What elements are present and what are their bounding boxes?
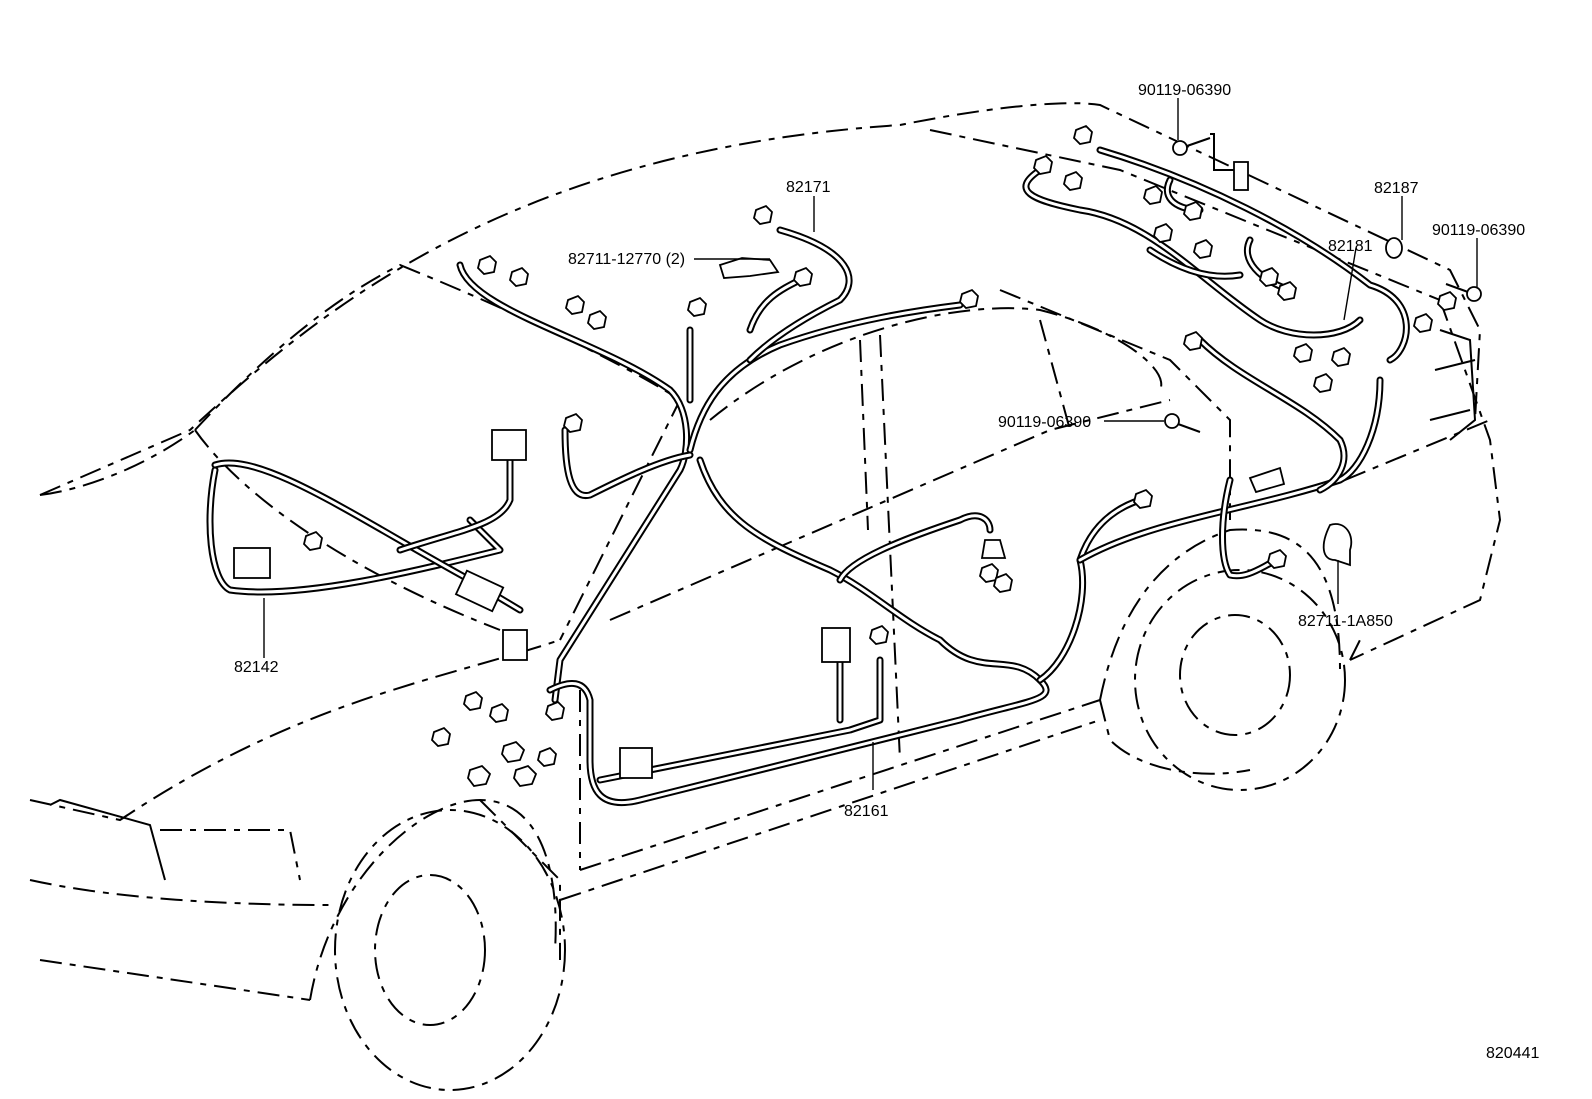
- figure-reference: 820441: [1486, 1045, 1539, 1062]
- screw-icon: [1172, 137, 1211, 156]
- harness-82181: [1022, 146, 1410, 580]
- car-body-outline: [29, 102, 1502, 1091]
- screw-icon: [1164, 413, 1201, 433]
- part-label-90119-06390-top: 90119-06390: [1138, 82, 1231, 99]
- part-label-82171: 82171: [786, 179, 831, 196]
- harness-82161: [546, 376, 1384, 807]
- part-label-82181: 82181: [1328, 238, 1373, 255]
- part-label-82711-12770: 82711-12770 (2): [568, 251, 685, 268]
- leader-lines: [263, 98, 1478, 790]
- part-label-82187: 82187: [1374, 180, 1419, 197]
- part-label-82711-1a850: 82711-1A850: [1298, 613, 1393, 630]
- part-label-82161: 82161: [844, 803, 889, 820]
- part-label-90119-06390-right: 90119-06390: [1432, 222, 1525, 239]
- sensor-icon: [980, 539, 1013, 593]
- screw-icon: [1445, 283, 1482, 302]
- harness-82142: [206, 456, 524, 614]
- clip-icon: [1322, 523, 1353, 567]
- connectors: [233, 124, 1457, 787]
- harness-82171: [456, 226, 964, 704]
- part-label-82142: 82142: [234, 659, 279, 676]
- part-label-90119-06390-mid: 90119-06390: [998, 414, 1091, 431]
